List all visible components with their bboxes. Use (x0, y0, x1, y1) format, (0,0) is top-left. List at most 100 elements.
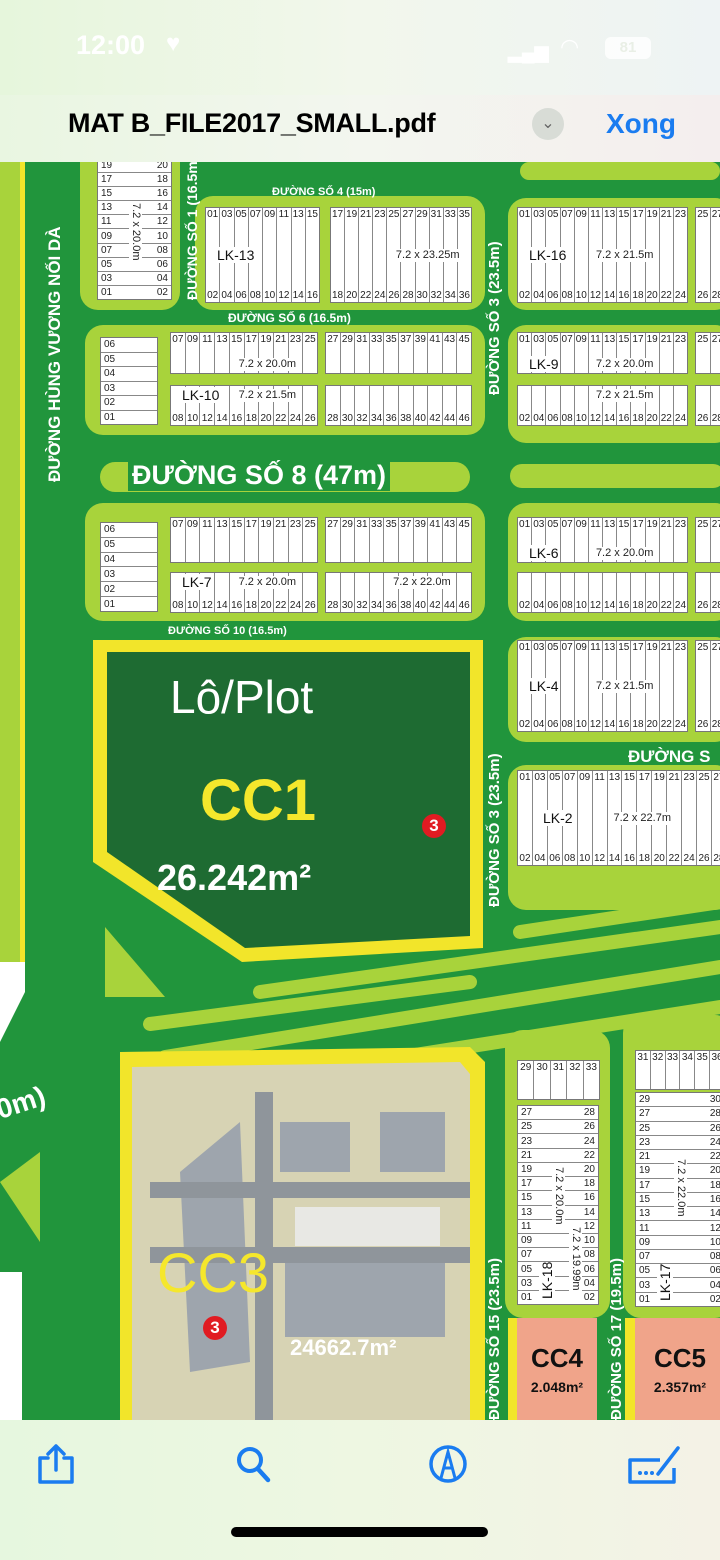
lot-cell[interactable]: 01 (518, 518, 533, 562)
lot-cell[interactable]: 12 (200, 573, 216, 612)
marker-badge[interactable]: 3 (422, 814, 446, 838)
lot-row[interactable]: 02 (101, 396, 157, 411)
lot-cell[interactable]: 11 (200, 518, 216, 562)
lot-cell[interactable]: 27 (711, 518, 720, 562)
lot-cell[interactable]: 01 (518, 333, 533, 373)
lot-cell[interactable]: 10 (575, 386, 589, 425)
lot-cell[interactable]: 36 (384, 386, 399, 425)
done-button[interactable]: Xong (606, 108, 676, 139)
lot-cell[interactable]: 08 (171, 573, 186, 612)
lot-cell[interactable]: 16 (230, 386, 245, 425)
lot-cell[interactable]: 39 (414, 518, 429, 562)
lot-cell[interactable]: 45 (457, 333, 471, 373)
lot-cell[interactable]: 28 (711, 573, 720, 612)
lot-row[interactable]: 02 (101, 582, 157, 598)
lot-row[interactable]: 06 (101, 523, 157, 538)
lot-cell[interactable]: 21 (274, 518, 289, 562)
lot-cell[interactable]: 07 (171, 518, 186, 562)
lot-cell[interactable]: 25 (696, 518, 711, 562)
lot-cell[interactable]: 07 (561, 333, 575, 373)
lot-cell[interactable]: 16 (617, 573, 632, 612)
lot-cell[interactable]: 36 (710, 1051, 720, 1089)
lot-cell[interactable]: 18 (631, 386, 646, 425)
lot-cell[interactable]: 17 (631, 333, 646, 373)
lot-cell[interactable]: 43 (443, 518, 458, 562)
cc4-plot[interactable] (517, 1318, 597, 1420)
lot-cell[interactable]: 32 (651, 1051, 666, 1089)
lot-cell[interactable]: 19 (646, 518, 660, 562)
lot-cell[interactable]: 44 (443, 573, 458, 612)
lot-cell[interactable]: 11 (589, 333, 604, 373)
lot-cell[interactable]: 05 (546, 333, 561, 373)
lot-cell[interactable]: 17 (245, 518, 260, 562)
lot-cell[interactable]: 26 (696, 386, 711, 425)
lot-cell[interactable]: 06 (546, 573, 561, 612)
lot-cell[interactable]: 15 (230, 333, 245, 373)
lot-cell[interactable]: 19 (646, 333, 660, 373)
lot-cell[interactable]: 10 (186, 573, 201, 612)
lot-cell[interactable]: 42 (428, 573, 443, 612)
lot-row[interactable]: 05 (101, 353, 157, 367)
lot-cell[interactable]: 16 (617, 386, 632, 425)
lot-cell[interactable]: 18 (245, 386, 260, 425)
lot-cell[interactable]: 42 (428, 386, 443, 425)
lot-cell[interactable]: 23 (674, 333, 687, 373)
lot-cell[interactable]: 33 (370, 518, 385, 562)
lot-cell[interactable]: 21 (660, 333, 674, 373)
lot-cell[interactable]: 18 (631, 573, 646, 612)
search-icon[interactable] (232, 1442, 276, 1486)
lot-cell[interactable]: 33 (584, 1061, 599, 1099)
lot-row[interactable]: 04 (101, 367, 157, 382)
cc5-plot[interactable] (635, 1318, 720, 1420)
lot-cell[interactable]: 21 (660, 518, 674, 562)
lot-cell[interactable]: 05 (546, 518, 561, 562)
lot-cell[interactable]: 12 (589, 573, 604, 612)
lot-cell[interactable]: 29 (518, 1061, 535, 1099)
lot-cell[interactable]: 30 (341, 386, 356, 425)
lot-cell[interactable]: 29 (341, 518, 356, 562)
lot-cell[interactable]: 04 (532, 386, 547, 425)
lot-cell[interactable]: 20 (259, 386, 274, 425)
lot-cell[interactable]: 19 (259, 518, 274, 562)
lot-cell[interactable]: 32 (567, 1061, 584, 1099)
lot-cell[interactable]: 14 (215, 573, 230, 612)
lot-cell[interactable]: 31 (355, 333, 370, 373)
lot-cell[interactable]: 03 (532, 333, 547, 373)
lot-cell[interactable]: 22 (274, 573, 289, 612)
